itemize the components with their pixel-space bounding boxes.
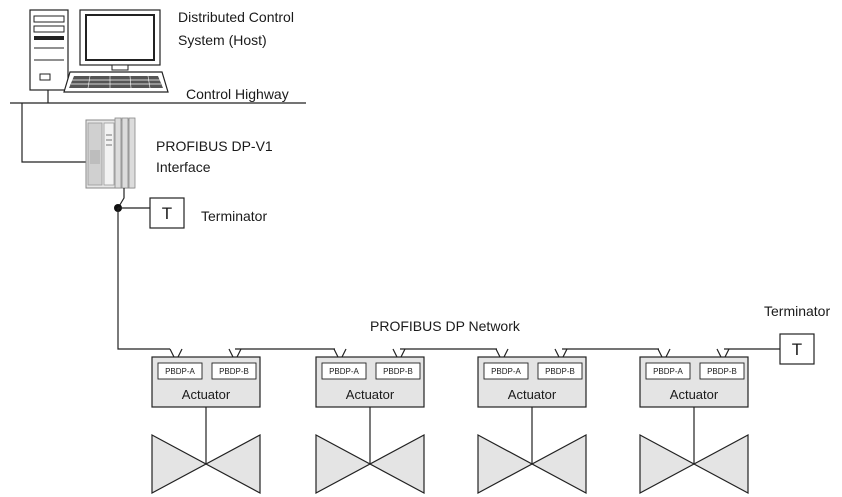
actuator-unit: PBDP-A PBDP-B Actuator bbox=[315, 348, 425, 495]
actuator-label: Actuator bbox=[670, 387, 719, 402]
actuator-unit: PBDP-A PBDP-B Actuator bbox=[151, 348, 261, 495]
terminator-right-letter: T bbox=[792, 340, 802, 359]
port-a-box bbox=[645, 362, 691, 380]
actuator-unit: PBDP-A PBDP-B Actuator bbox=[477, 348, 587, 495]
highway-to-interface-line bbox=[21, 103, 88, 163]
port-a-box bbox=[483, 362, 529, 380]
port-b-box bbox=[537, 362, 583, 380]
valve-icon bbox=[477, 433, 587, 495]
port-a-label: PBDP-A bbox=[491, 367, 521, 376]
terminator-right-box bbox=[779, 333, 815, 365]
terminator-top-label: Terminator bbox=[201, 208, 267, 224]
port-a-label: PBDP-A bbox=[329, 367, 359, 376]
actuator-label: Actuator bbox=[182, 387, 231, 402]
highway-label: Control Highway bbox=[186, 86, 289, 102]
interface-label-line1: PROFIBUS DP-V1 bbox=[156, 138, 273, 154]
host-label-line2: System (Host) bbox=[178, 32, 267, 48]
valve-icon bbox=[639, 433, 749, 495]
valve-icon bbox=[151, 433, 261, 495]
actuator-unit: PBDP-A PBDP-B Actuator bbox=[639, 348, 749, 495]
actuator-label: Actuator bbox=[346, 387, 395, 402]
port-a-box bbox=[157, 362, 203, 380]
port-b-label: PBDP-B bbox=[545, 367, 575, 376]
port-a-label: PBDP-A bbox=[653, 367, 683, 376]
actuator-label: Actuator bbox=[508, 387, 557, 402]
terminator-right-label: Terminator bbox=[764, 303, 830, 319]
port-b-box bbox=[699, 362, 745, 380]
network-cable-start bbox=[117, 208, 170, 350]
port-a-label: PBDP-A bbox=[165, 367, 195, 376]
port-b-label: PBDP-B bbox=[707, 367, 737, 376]
port-b-box bbox=[375, 362, 421, 380]
desktop-computer-icon bbox=[29, 9, 169, 93]
host-label-line1: Distributed Control bbox=[178, 9, 294, 25]
plc-rack-icon bbox=[85, 117, 136, 189]
terminator-top-letter: T bbox=[162, 204, 172, 223]
network-label: PROFIBUS DP Network bbox=[370, 318, 521, 334]
terminator-top-box bbox=[149, 197, 185, 229]
port-b-label: PBDP-B bbox=[219, 367, 249, 376]
port-a-box bbox=[321, 362, 367, 380]
port-b-box bbox=[211, 362, 257, 380]
valve-icon bbox=[315, 433, 425, 495]
port-b-label: PBDP-B bbox=[383, 367, 413, 376]
interface-label-line2: Interface bbox=[156, 159, 211, 175]
